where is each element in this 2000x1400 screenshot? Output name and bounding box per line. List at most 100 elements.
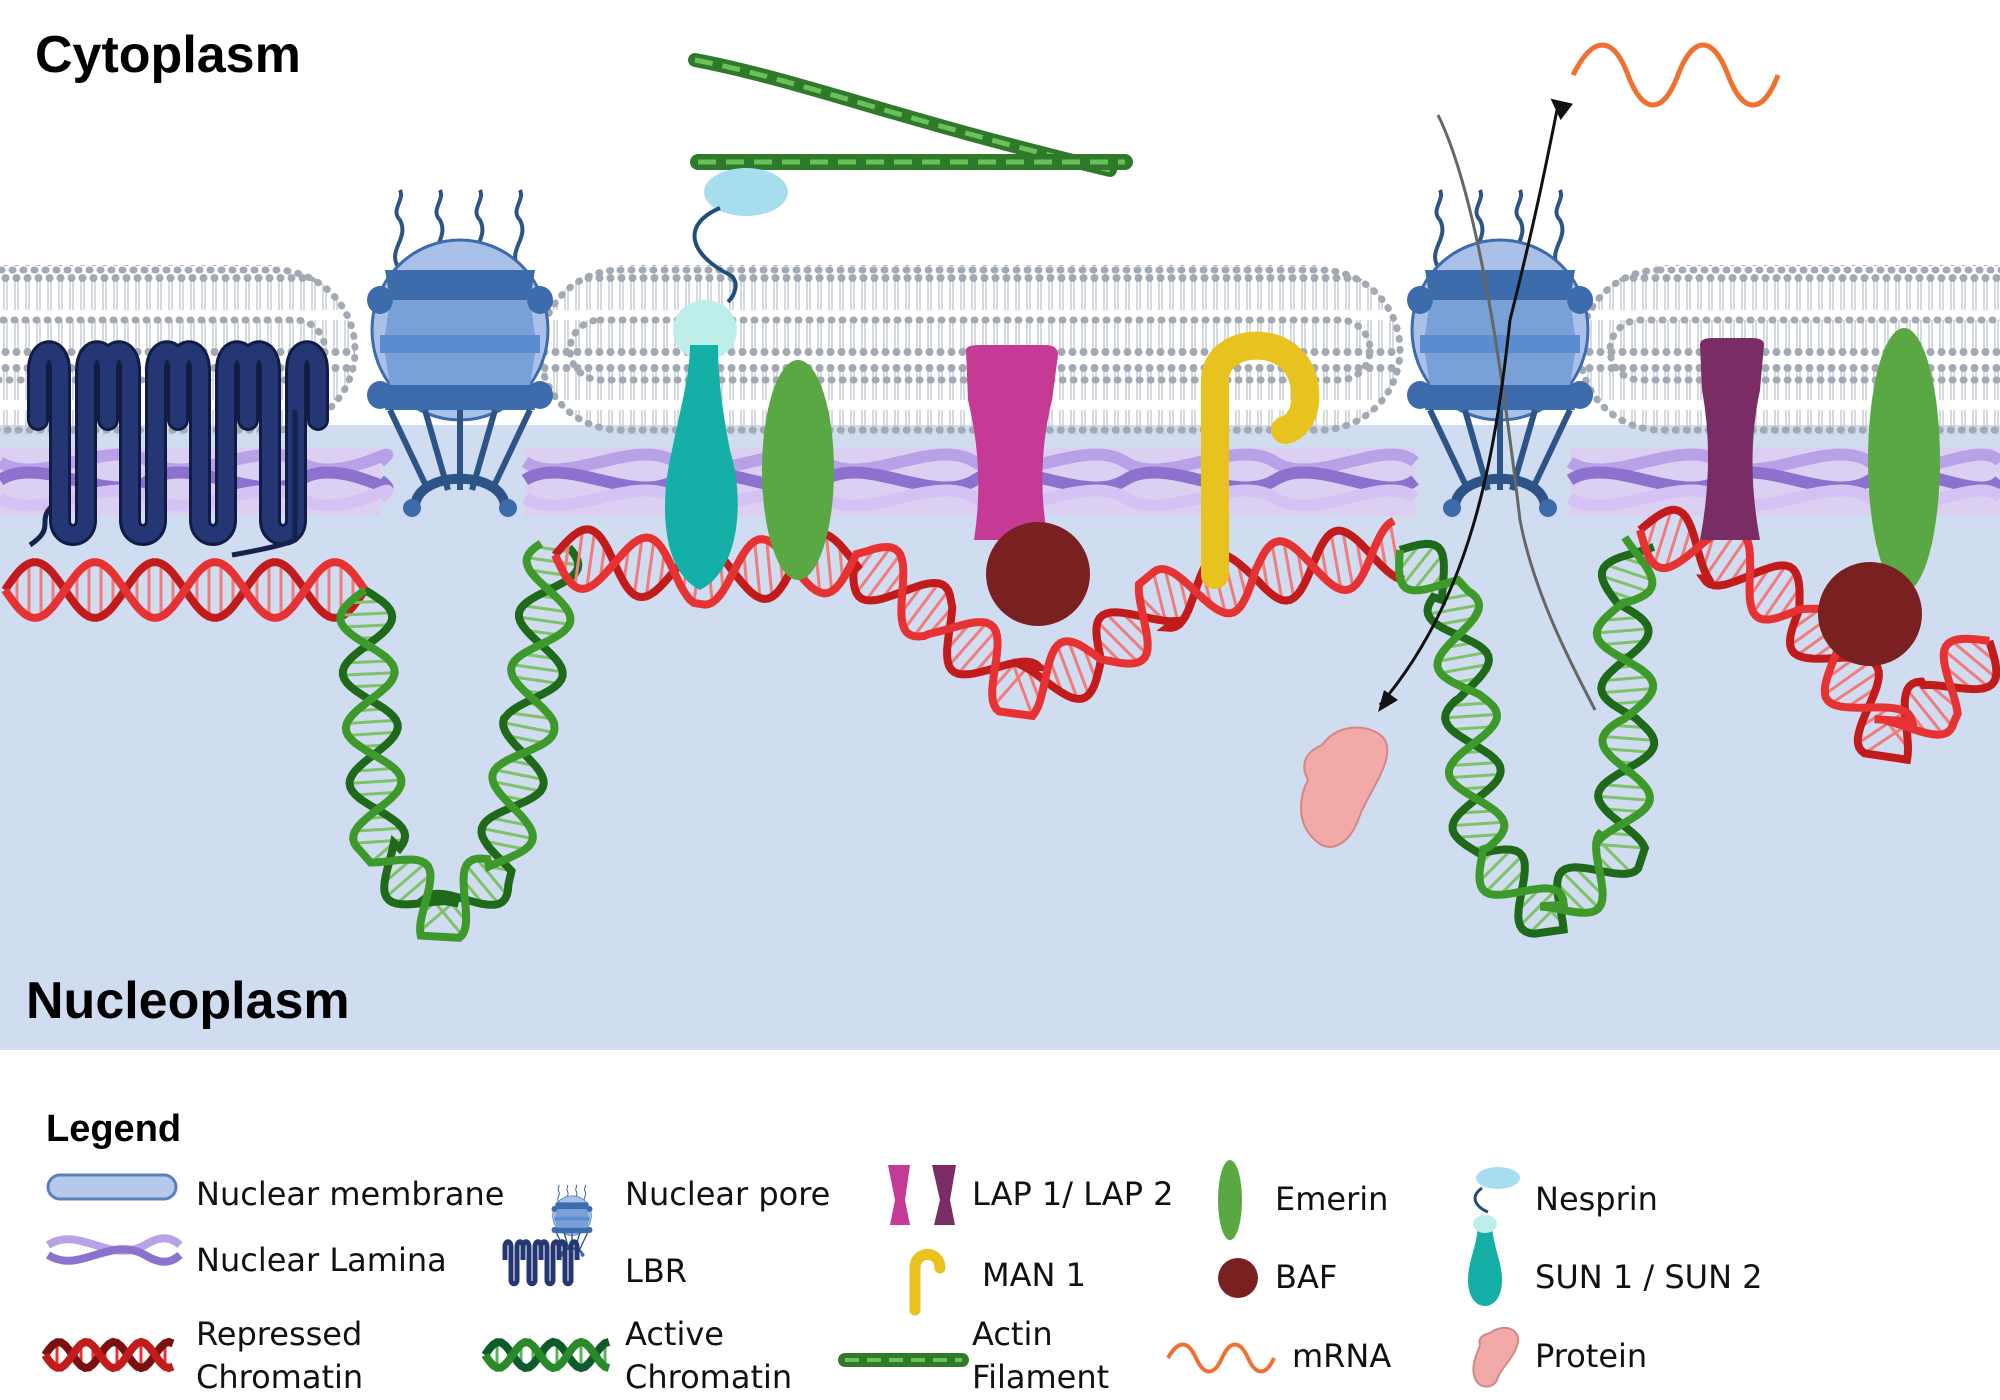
man1-protein xyxy=(1201,331,1320,589)
region-label-cytoplasm: Cytoplasm xyxy=(35,26,301,84)
dna-strand xyxy=(481,1337,611,1373)
dna-base-pair xyxy=(1412,553,1444,592)
dna-base-pair xyxy=(765,539,774,598)
dna-base-pair xyxy=(1437,650,1487,663)
dna-base-pair xyxy=(484,839,526,851)
pore-ring xyxy=(555,1227,589,1234)
pore-node xyxy=(586,1205,593,1213)
legend-title: Legend xyxy=(46,1108,182,1150)
dna-base-pair xyxy=(347,730,397,737)
legend-label-sun: SUN 1 / SUN 2 xyxy=(1535,1258,1763,1296)
dna-base-pair xyxy=(354,826,403,833)
pore-node xyxy=(1567,286,1593,314)
membrane-inner xyxy=(566,316,1374,384)
dna-base-pair xyxy=(1484,854,1524,894)
legend-label-nesprin: Nesprin xyxy=(1535,1180,1658,1218)
legend-label-active-chromatin: Active Chromatin xyxy=(625,1313,792,1399)
pore-filament xyxy=(1433,189,1445,272)
membrane-icon xyxy=(46,1173,178,1201)
pore-node xyxy=(367,286,393,314)
dna-base-pair xyxy=(824,534,834,592)
baf-protein xyxy=(1818,562,1922,666)
sun-protein xyxy=(665,345,738,590)
chromatin xyxy=(1,505,2000,942)
dna-strand xyxy=(551,517,1396,721)
membrane-outline xyxy=(0,266,359,434)
dna-base-pair xyxy=(1329,533,1343,590)
repressed-chromatin-icon xyxy=(41,1337,175,1373)
baf-icon xyxy=(1218,1258,1258,1298)
pore-ring xyxy=(1420,335,1580,353)
dna-base-pair xyxy=(1762,571,1797,621)
dna-base-pair xyxy=(395,873,432,905)
pore-basket xyxy=(1427,408,1471,492)
dna-base-pair xyxy=(1824,659,1873,696)
pore-ring xyxy=(380,335,540,353)
dna-base-pair xyxy=(1573,866,1604,897)
dna-base-pair xyxy=(1601,574,1650,594)
dna-base-pair xyxy=(1664,513,1685,569)
dna-strand xyxy=(336,540,575,942)
dna-base-pair xyxy=(1604,747,1651,754)
mrna-molecule xyxy=(1570,42,1781,108)
pore-node xyxy=(1539,499,1557,517)
dna-strand xyxy=(1,558,369,622)
legend-label-line: Actin xyxy=(972,1315,1053,1353)
legend-label-lap: LAP 1/ LAP 2 xyxy=(972,1175,1174,1213)
legend-label-mrna: mRNA xyxy=(1292,1337,1392,1375)
pore-node xyxy=(1407,381,1433,409)
nesprin-icon xyxy=(1473,1167,1520,1214)
legend-label-emerin: Emerin xyxy=(1275,1180,1389,1218)
pore-node xyxy=(1407,286,1433,314)
pore-ring xyxy=(1425,300,1575,335)
dna-base-pair xyxy=(355,790,397,797)
pore-basket xyxy=(387,408,431,492)
legend-label-line: Chromatin xyxy=(625,1358,793,1396)
dna-base-pair xyxy=(1440,662,1489,675)
legend-label-actin-filament: Actin Filament xyxy=(972,1313,1109,1399)
dna-base-pair xyxy=(522,604,569,614)
dna-base-pair xyxy=(1943,649,1990,688)
man1-icon xyxy=(909,1249,946,1316)
dna-base-pair xyxy=(1456,832,1502,839)
nuclear-envelope-diagram: Cytoplasm Nucleoplasm xyxy=(0,26,2000,1050)
dna-base-pair xyxy=(753,541,762,599)
membrane-outline xyxy=(536,266,1404,434)
pore-ring xyxy=(555,1202,589,1209)
dna-base-pair xyxy=(956,629,997,675)
dna-base-pair xyxy=(903,582,940,630)
dna-base-pair xyxy=(1596,627,1649,635)
legend-label-line: Repressed xyxy=(196,1315,363,1353)
pore-filament xyxy=(393,189,405,272)
lbr-icon xyxy=(502,1239,580,1287)
sun-icon-cap xyxy=(1473,1215,1497,1233)
pore-node xyxy=(527,381,553,409)
dna-strand xyxy=(41,1337,175,1373)
lap2-protein xyxy=(1700,338,1764,540)
dna-base-pair xyxy=(947,621,988,667)
pore-ring xyxy=(385,385,535,410)
lbr-protein xyxy=(27,340,329,558)
dna-base-pair xyxy=(1906,688,1945,736)
dna-base-pair xyxy=(632,538,644,595)
dna-base-pair xyxy=(1437,616,1475,627)
dna-base-pair xyxy=(1341,530,1355,588)
emerin-protein xyxy=(762,360,834,580)
dna-base-pair xyxy=(1282,541,1296,599)
dna-base-pair xyxy=(1603,783,1647,790)
pore-node xyxy=(580,1252,585,1257)
sun-icon xyxy=(1468,1222,1502,1306)
nuclear-pore-icon xyxy=(551,1184,593,1257)
pore-ring xyxy=(1425,270,1575,300)
pore-node xyxy=(551,1226,558,1233)
lap1-protein xyxy=(966,345,1058,540)
dna-base-pair xyxy=(1427,603,1480,616)
dna-base-pair xyxy=(1105,612,1148,655)
dna-base-pair xyxy=(481,826,534,841)
dna-strand xyxy=(481,1337,611,1373)
membrane-inner xyxy=(1606,316,2000,384)
dna-base-pair xyxy=(1603,675,1650,683)
dna-base-pair xyxy=(644,539,656,597)
dna-base-pair xyxy=(354,766,395,773)
dna-base-pair xyxy=(350,683,389,689)
